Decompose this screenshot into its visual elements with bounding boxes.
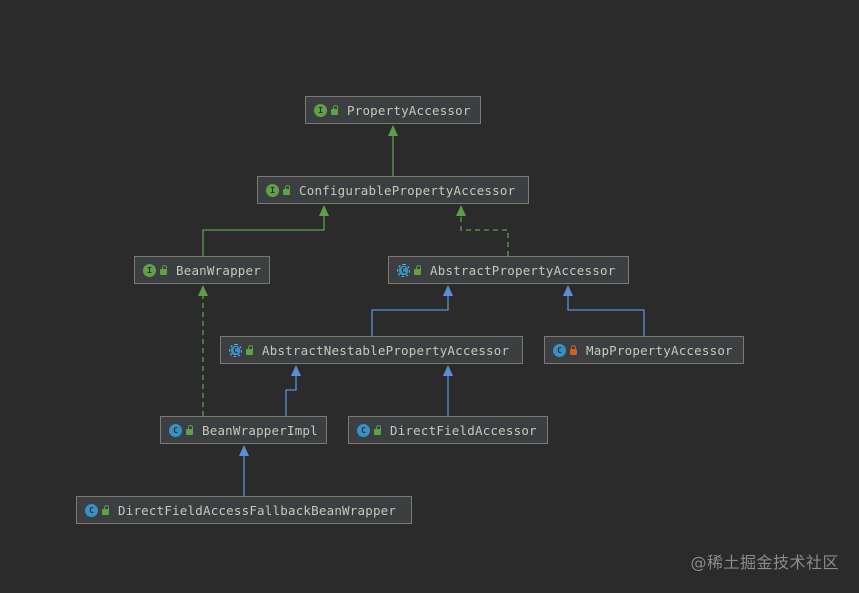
node-label: BeanWrapper — [176, 262, 261, 278]
interface-icon: I — [143, 263, 156, 277]
node-label: DirectFieldAccessFallbackBeanWrapper — [118, 502, 397, 518]
node-abstract-nestable-property-accessor[interactable]: C AbstractNestablePropertyAccessor — [220, 336, 523, 364]
node-label: PropertyAccessor — [347, 102, 471, 118]
class-icon: C — [85, 503, 98, 517]
public-lock-icon — [374, 425, 381, 435]
edge-configurable-to-property-accessor — [388, 125, 398, 176]
public-lock-icon — [186, 425, 193, 435]
class-icon: C — [169, 423, 182, 437]
class-icon: C — [357, 423, 370, 437]
edge-beanwrapper-to-configurable — [202, 205, 329, 256]
edge-beanwrapperimpl-to-beanwrapper — [198, 285, 208, 416]
node-direct-field-access-fallback-bean-wrapper[interactable]: C DirectFieldAccessFallbackBeanWrapper — [76, 496, 412, 524]
node-abstract-property-accessor[interactable]: C AbstractPropertyAccessor — [388, 256, 629, 284]
node-label: DirectFieldAccessor — [390, 422, 537, 438]
public-lock-icon — [331, 105, 338, 115]
abstract-class-icon: C — [229, 343, 242, 357]
node-label: MapPropertyAccessor — [586, 342, 733, 358]
private-lock-icon — [570, 345, 577, 355]
node-configurable-property-accessor[interactable]: I ConfigurablePropertyAccessor — [257, 176, 529, 204]
edge-map-to-abstract-property — [563, 285, 645, 336]
edge-directfieldaccessor-to-abstract-nestable — [443, 365, 453, 416]
edge-abstract-property-to-configurable — [456, 205, 509, 256]
interface-icon: I — [266, 183, 279, 197]
node-label: BeanWrapperImpl — [202, 422, 318, 438]
public-lock-icon — [414, 265, 421, 275]
node-bean-wrapper-impl[interactable]: C BeanWrapperImpl — [160, 416, 327, 444]
abstract-class-icon: C — [397, 263, 410, 277]
node-property-accessor[interactable]: I PropertyAccessor — [305, 96, 481, 124]
node-label: AbstractPropertyAccessor — [430, 262, 616, 278]
node-bean-wrapper[interactable]: I BeanWrapper — [134, 256, 270, 284]
interface-icon: I — [314, 103, 327, 117]
public-lock-icon — [102, 505, 109, 515]
node-label: AbstractNestablePropertyAccessor — [262, 342, 510, 358]
class-icon: C — [553, 343, 566, 357]
node-label: ConfigurablePropertyAccessor — [299, 182, 516, 198]
public-lock-icon — [246, 345, 253, 355]
node-map-property-accessor[interactable]: C MapPropertyAccessor — [544, 336, 744, 364]
edge-fallback-to-beanwrapperimpl — [239, 445, 249, 496]
watermark: @稀土掘金技术社区 — [690, 553, 839, 572]
edge-beanwrapperimpl-to-abstract-nestable — [285, 365, 301, 416]
public-lock-icon — [283, 185, 290, 195]
node-direct-field-accessor[interactable]: C DirectFieldAccessor — [348, 416, 548, 444]
public-lock-icon — [160, 265, 167, 275]
edge-abstract-nestable-to-abstract-property — [371, 285, 453, 336]
